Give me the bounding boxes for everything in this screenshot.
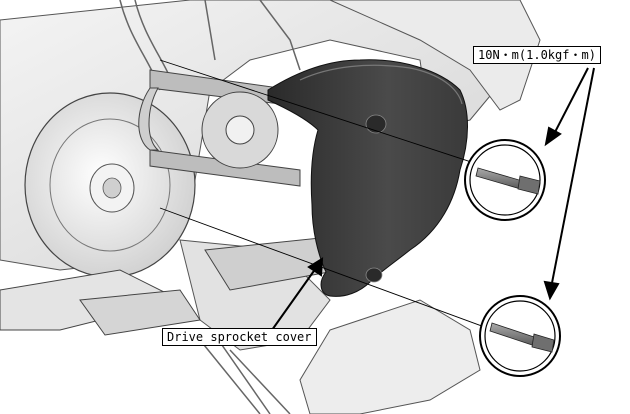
upper-bolt: [475, 167, 541, 195]
clutch-cover: [24, 92, 196, 278]
sprocket: [201, 91, 279, 169]
alignment-lines: [159, 59, 521, 341]
footpeg: [0, 237, 341, 336]
lower-bolt: [489, 322, 555, 353]
upper-bolt-detail: [464, 139, 546, 221]
lower-bolt-detail: [479, 295, 561, 377]
torque-spec-label: 10N・m(1.0kgf・m): [473, 46, 601, 64]
side-stand: [199, 334, 291, 414]
part-name-label: Drive sprocket cover: [162, 328, 317, 346]
drive-sprocket-cover: [267, 59, 468, 297]
torque-arrows: [543, 67, 595, 301]
frame-tubes: [119, 0, 301, 91]
cover-arrow: [271, 257, 324, 331]
